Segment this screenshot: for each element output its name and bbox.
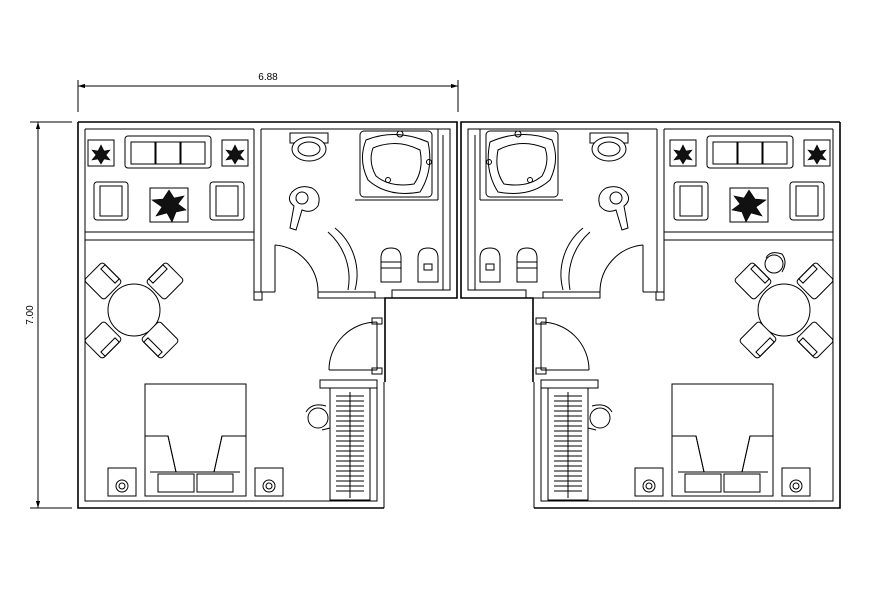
bed (144, 383, 247, 497)
walls (77, 121, 458, 509)
height-dimension: 7.00 (25, 121, 72, 509)
coffee-table-plant (149, 187, 189, 223)
wc (417, 247, 439, 283)
person-standing (305, 404, 331, 431)
closet-hangers (336, 392, 364, 498)
entry-door (328, 317, 383, 375)
dining-table (107, 283, 161, 337)
bathroom-door-2 (327, 227, 358, 291)
wardrobe (319, 379, 378, 501)
plant-left (87, 139, 115, 167)
corner-bathtub (359, 130, 433, 198)
height-dimension-label: 7.00 (25, 305, 36, 325)
toilet (289, 132, 329, 162)
left-suite (77, 121, 458, 509)
right-suite (460, 121, 841, 509)
sofa (124, 135, 212, 169)
width-dimension-label: 6.88 (258, 72, 278, 83)
armchair-left (93, 181, 129, 221)
bathroom-door (274, 244, 319, 298)
person-figure (288, 186, 320, 231)
dining-chairs (84, 262, 184, 359)
nightstand-right (254, 467, 284, 497)
bidet (380, 247, 402, 283)
nightstand-left (107, 467, 137, 497)
width-dimension: 6.88 (77, 72, 459, 112)
person-seated-right (764, 252, 786, 274)
armchair-right (209, 181, 245, 221)
plant-right (221, 139, 249, 167)
